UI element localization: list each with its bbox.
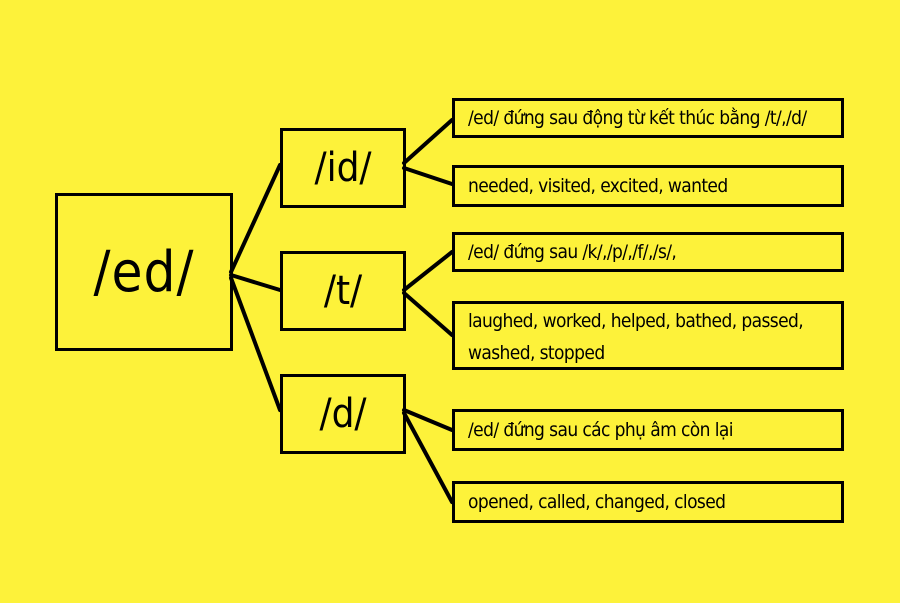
connector-root-d bbox=[229, 276, 282, 412]
rule-text: /ed/ đứng sau động từ kết thúc bằng /t/,… bbox=[468, 107, 807, 129]
connector-root-t bbox=[229, 273, 282, 292]
connector-root-id bbox=[229, 163, 282, 274]
branch-node-d: /d/ bbox=[280, 374, 406, 454]
connector-d-rule bbox=[402, 408, 454, 432]
branch-node-t: /t/ bbox=[280, 251, 406, 331]
rule-text: /ed/ đứng sau các phụ âm còn lại bbox=[468, 419, 733, 441]
examples-text: needed, visited, excited, wanted bbox=[468, 175, 728, 197]
rule-box-id: /ed/ đứng sau động từ kết thúc bằng /t/,… bbox=[452, 98, 844, 138]
connector-id-examples bbox=[402, 166, 454, 186]
connector-t-examples bbox=[402, 291, 454, 337]
examples-box-d: opened, called, changed, closed bbox=[452, 481, 844, 523]
connector-id-rule bbox=[402, 118, 454, 165]
rule-box-t: /ed/ đứng sau /k/,/p/,/f/,/s/, bbox=[452, 232, 844, 272]
connector-d-examples bbox=[402, 411, 454, 504]
connector-t-rule bbox=[402, 250, 454, 292]
root-label: /ed/ bbox=[93, 239, 195, 305]
branch-label: /t/ bbox=[323, 268, 363, 314]
examples-box-id: needed, visited, excited, wanted bbox=[452, 165, 844, 207]
branch-label: /d/ bbox=[319, 391, 367, 437]
rule-box-d: /ed/ đứng sau các phụ âm còn lại bbox=[452, 409, 844, 451]
rule-text: /ed/ đứng sau /k/,/p/,/f/,/s/, bbox=[468, 241, 677, 263]
examples-box-t: laughed, worked, helped, bathed, passed,… bbox=[452, 301, 844, 370]
examples-text: opened, called, changed, closed bbox=[468, 491, 726, 513]
examples-text: laughed, worked, helped, bathed, passed,… bbox=[468, 309, 804, 364]
branch-node-id: /id/ bbox=[280, 128, 406, 208]
root-node: /ed/ bbox=[55, 193, 233, 351]
branch-label: /id/ bbox=[314, 145, 372, 191]
